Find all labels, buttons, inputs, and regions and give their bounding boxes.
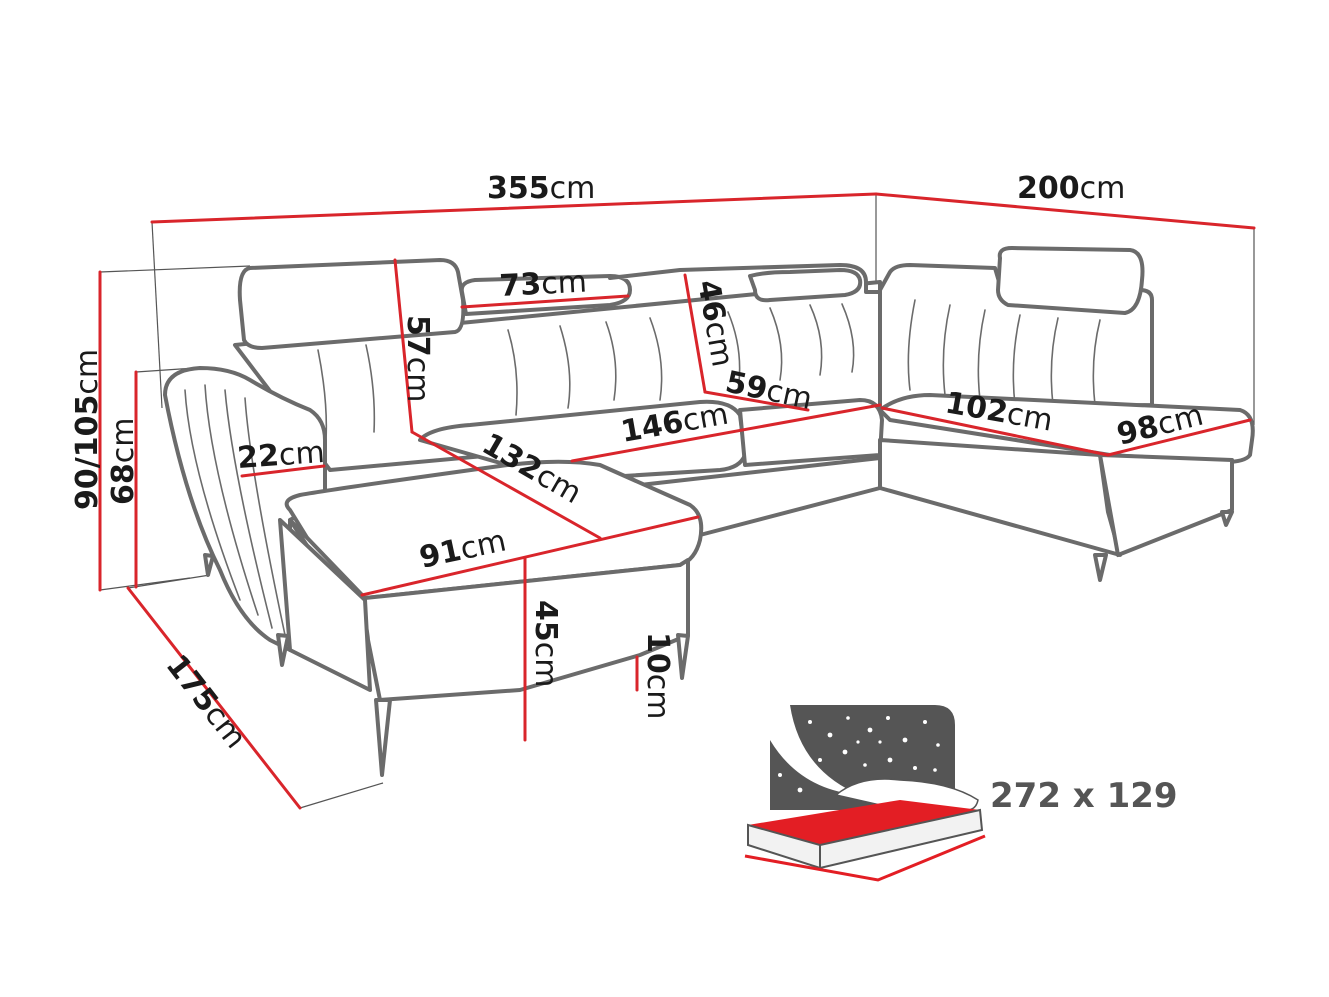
label-backrest-mid: 46cm — [690, 277, 740, 369]
label-left-depth: 175cm — [159, 648, 253, 755]
label-seat-height: 45cm — [528, 600, 563, 687]
label-leg-height: 10cm — [640, 632, 675, 719]
back-tufting — [317, 299, 1101, 441]
label-armrest-width: 22cm — [236, 435, 326, 476]
label-headrest-width: 73cm — [499, 264, 588, 304]
sleeping-area-size: 272 x 129 — [990, 776, 1178, 816]
guide-lines — [99, 194, 1255, 809]
stars-icon — [778, 716, 940, 793]
label-height: 90/105cm — [70, 349, 105, 510]
bed-night-icon — [744, 705, 986, 882]
sofa-drawing — [163, 246, 1255, 777]
dimension-lines — [98, 192, 1256, 810]
label-back-height: 57cm — [400, 315, 435, 402]
armrest-tufting — [184, 384, 286, 636]
label-total-width: 355cm — [487, 171, 595, 206]
label-right-depth: 200cm — [1017, 171, 1125, 206]
label-armrest-height: 68cm — [106, 418, 141, 505]
